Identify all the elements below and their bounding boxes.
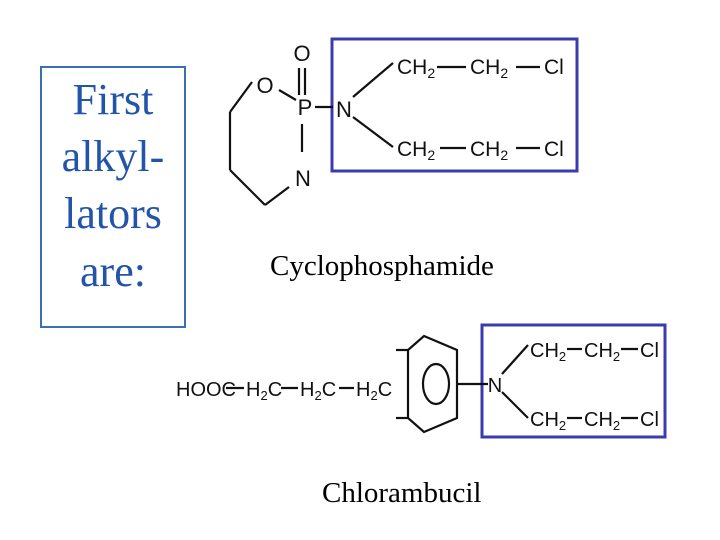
title-box xyxy=(40,66,186,328)
svg-text:CH2: CH2 xyxy=(584,409,620,433)
arm-top-chlorambucil: CH2 CH2 Cl xyxy=(530,340,659,364)
svg-text:CH2: CH2 xyxy=(530,340,566,364)
mustard-highlight-box-2 xyxy=(480,323,667,439)
atom-n-mustard: N xyxy=(336,97,352,122)
title-line-3: lators xyxy=(64,189,162,238)
cyclophosphamide-bonds xyxy=(228,62,540,206)
atom-n-chlorambucil: N xyxy=(488,375,502,397)
svg-text:CH2: CH2 xyxy=(397,138,435,163)
atom-o-double: O xyxy=(293,41,310,66)
chlorine-top-2: Cl xyxy=(640,340,659,362)
h2c-2: H2C xyxy=(300,379,336,403)
caption-chlorambucil: Chlorambucil xyxy=(322,477,482,509)
caption-cyclophosphamide: Cyclophosphamide xyxy=(270,250,494,282)
title-line-2: alkyl- xyxy=(61,132,165,181)
arm-top-cyclophosphamide: CH2 CH2 Cl xyxy=(397,56,564,81)
svg-text:CH2: CH2 xyxy=(470,56,508,81)
atom-o-ring: O xyxy=(256,73,273,98)
arm-bottom-chlorambucil: CH2 CH2 Cl xyxy=(530,409,659,433)
h2c-3: H2C xyxy=(356,379,392,403)
svg-text:CH2: CH2 xyxy=(470,138,508,163)
title-line-1: First xyxy=(72,75,154,124)
atom-p: P xyxy=(298,95,313,120)
title-line-4: are: xyxy=(80,247,146,296)
chlorambucil-bonds xyxy=(226,334,638,434)
chlorine-bottom-1: Cl xyxy=(544,138,564,161)
atom-n-ring: N xyxy=(295,166,311,191)
svg-text:CH2: CH2 xyxy=(584,340,620,364)
hooc-group: HOOC xyxy=(176,379,236,401)
arm-bottom-cyclophosphamide: CH2 CH2 Cl xyxy=(397,138,564,163)
mustard-highlight-box-1 xyxy=(330,37,579,173)
chlorine-top-1: Cl xyxy=(544,56,564,79)
h2c-1: H2C xyxy=(246,379,282,403)
chlorine-bottom-2: Cl xyxy=(640,409,659,431)
svg-text:CH2: CH2 xyxy=(530,409,566,433)
svg-text:CH2: CH2 xyxy=(397,56,435,81)
